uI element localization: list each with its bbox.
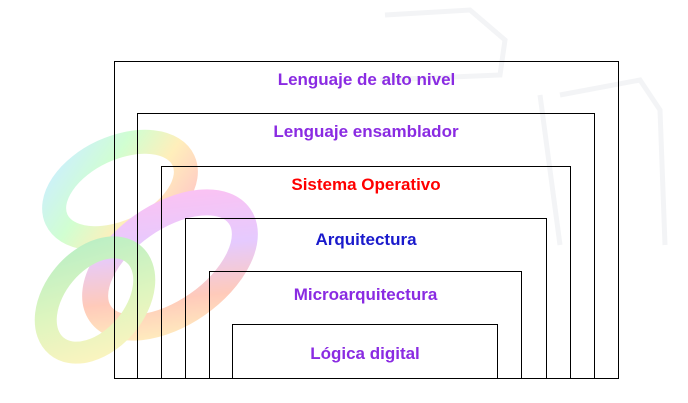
layer-label: Lógica digital bbox=[310, 344, 420, 363]
layer-label: Lenguaje de alto nivel bbox=[277, 70, 456, 89]
layer-label: Lenguaje ensamblador bbox=[273, 122, 459, 141]
layer-digital-logic: Lógica digital bbox=[232, 324, 498, 379]
layer-label: Microarquitectura bbox=[293, 285, 438, 304]
layer-assembly-language: Lenguaje ensamblador bbox=[137, 113, 595, 379]
diagram-baseline bbox=[114, 378, 619, 379]
layer-architecture: Arquitectura bbox=[185, 218, 547, 379]
layer-operating-system: Sistema Operativo bbox=[161, 166, 571, 379]
layer-label: Arquitectura bbox=[315, 230, 417, 249]
layer-high-level-language: Lenguaje de alto nivel bbox=[114, 61, 619, 379]
layer-label: Sistema Operativo bbox=[291, 175, 441, 194]
layer-microarchitecture: Microarquitectura bbox=[209, 271, 522, 379]
